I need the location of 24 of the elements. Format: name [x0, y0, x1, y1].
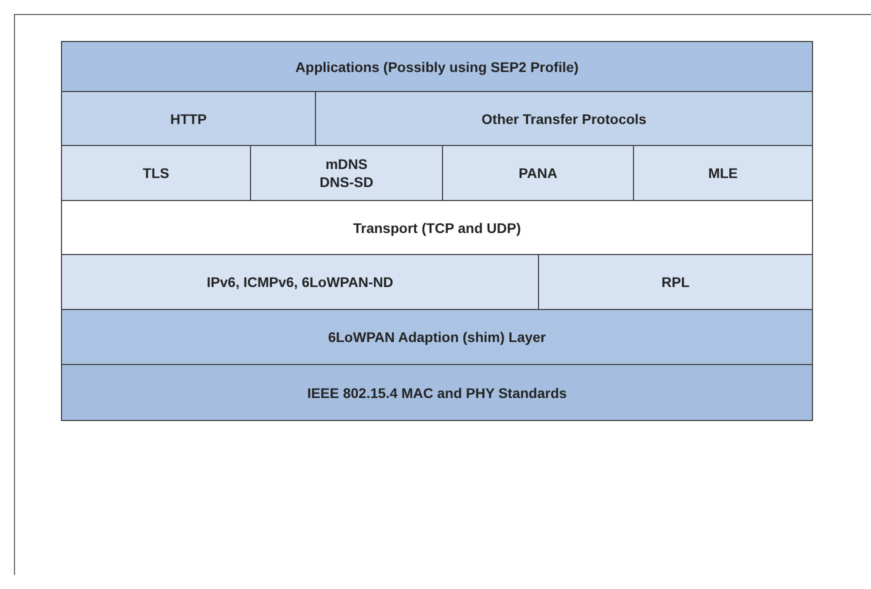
protocol-layer-box	[250, 145, 443, 201]
layer-label: IPv6, ICMPv6, 6LoWPAN-ND	[206, 273, 394, 291]
protocol-layer-box	[61, 309, 813, 365]
layer-label: Applications (Possibly using SEP2 Profile)	[294, 58, 580, 76]
protocol-layer-box	[633, 145, 813, 201]
layer-label: Other Transfer Protocols	[480, 110, 648, 128]
protocol-layer-box	[442, 145, 634, 201]
protocol-layer-box	[61, 41, 813, 92]
protocol-layer-box	[61, 200, 813, 255]
protocol-layer-box	[61, 364, 813, 421]
layer-label: 6LoWPAN Adaption (shim) Layer	[327, 328, 547, 346]
protocol-layer-box	[61, 145, 251, 201]
protocol-layer-box	[61, 254, 539, 310]
layer-label: PANA	[518, 164, 558, 182]
layer-label: IEEE 802.15.4 MAC and PHY Standards	[306, 384, 568, 402]
layer-label: RPL	[660, 273, 690, 291]
layer-label: HTTP	[169, 110, 208, 128]
protocol-layer-box	[61, 91, 316, 146]
protocol-layer-box	[538, 254, 813, 310]
layer-label: mDNS DNS-SD	[318, 155, 374, 191]
layer-label: Transport (TCP and UDP)	[352, 218, 522, 236]
protocol-layer-box	[315, 91, 813, 146]
layer-label: MLE	[707, 164, 739, 182]
layer-label: TLS	[142, 164, 170, 182]
